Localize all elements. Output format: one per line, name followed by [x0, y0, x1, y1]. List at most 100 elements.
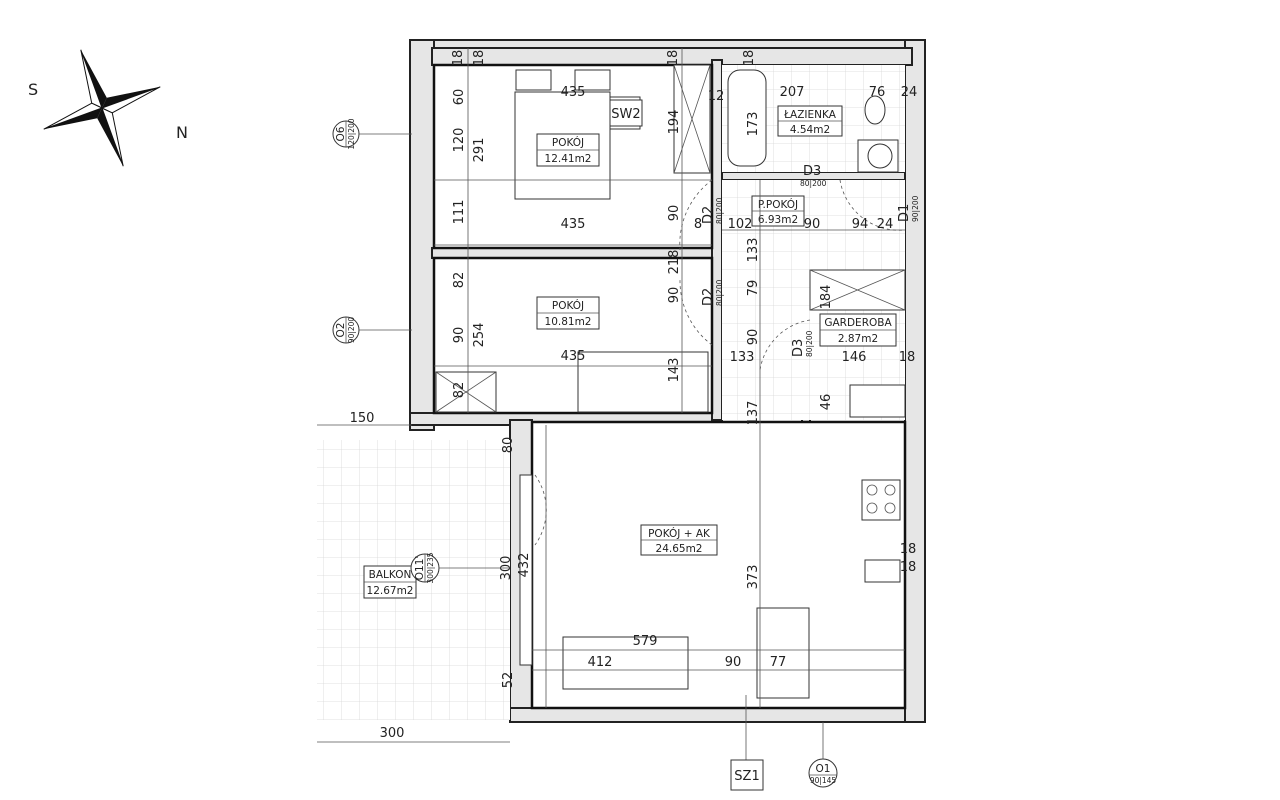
dimension-label: 46	[819, 394, 834, 411]
dimension-label: 18	[900, 542, 917, 557]
window-size: 300|235	[426, 552, 435, 583]
compass-north-label: N	[176, 123, 188, 142]
window-size: 90|200	[347, 317, 356, 344]
dimension-label: 143	[667, 358, 682, 383]
door-size: 80|200	[715, 197, 724, 224]
room-area: 4.54m2	[790, 124, 830, 136]
room-name: P.POKÓJ	[758, 198, 798, 211]
dimension-label: 300	[380, 726, 405, 741]
door-code: D3	[791, 339, 806, 357]
dimension-label: 111	[452, 200, 467, 225]
dimension-label: 18	[900, 560, 917, 575]
dimension-label: 291	[472, 138, 487, 163]
door-size: 80|200	[715, 279, 724, 306]
room-name: GARDEROBA	[824, 317, 892, 329]
dimension-label: 90	[667, 205, 682, 222]
dimension-label: 218	[667, 250, 682, 275]
door-size: 90|200	[911, 195, 920, 222]
dimension-label: 432	[517, 553, 532, 578]
dimension-label: 18	[742, 50, 757, 67]
dimension-label: 412	[588, 655, 613, 670]
dimension-label: 18	[899, 350, 916, 365]
dimension-label: 300	[499, 556, 514, 581]
dimension-label: 173	[746, 112, 761, 137]
room-name: POKÓJ	[552, 136, 584, 149]
dimension-label: 435	[561, 85, 586, 100]
window-size: 90|145	[810, 776, 837, 785]
dimension-label: 90	[746, 329, 761, 346]
dimension-label: 207	[780, 85, 805, 100]
dimension-label: 146	[842, 350, 867, 365]
dimension-label: 77	[770, 655, 787, 670]
dimension-label: 8	[694, 217, 702, 232]
dimension-label: 373	[746, 565, 761, 590]
dimension-label: 82	[452, 382, 467, 399]
room-label-hallway: P.POKÓJ 6.93m2	[751, 195, 805, 227]
room-name: BALKON	[369, 569, 412, 581]
door-code: D3	[803, 164, 821, 179]
dimension-label: 82	[452, 272, 467, 289]
room-name: POKÓJ + AK	[648, 527, 711, 540]
room-label-balcony: BALKON 12.67m2	[363, 565, 417, 599]
dimension-label: 120	[452, 128, 467, 153]
dimension-label: 52	[501, 672, 516, 689]
dimension-label: 137	[746, 401, 761, 426]
room-label-bedroom-1: POKÓJ 12.41m2	[536, 133, 600, 167]
compass-south-label: S	[28, 80, 38, 99]
window-tag-o2: O2 90|200	[332, 316, 360, 344]
compass-rose-icon	[43, 49, 161, 167]
window-code: O2	[335, 323, 347, 338]
room-area: 12.67m2	[367, 585, 414, 597]
wardrobe-tag: SW2	[611, 107, 640, 122]
dimension-label: 133	[746, 238, 761, 263]
window-code: O11'	[414, 556, 426, 581]
walls	[409, 39, 926, 723]
door-size: 80|200	[805, 330, 814, 357]
dimension-label: 94	[852, 217, 869, 232]
dimension-label: 184	[819, 285, 834, 310]
dimension-label: 76	[869, 85, 886, 100]
dimension-label: 79	[746, 280, 761, 297]
dimension-label: 24	[877, 217, 894, 232]
dimension-label: 90	[725, 655, 742, 670]
door-size: 80|200	[800, 179, 827, 188]
dimension-label: 254	[472, 323, 487, 348]
dimension-label: 194	[667, 110, 682, 135]
dimension-label: 80	[501, 437, 516, 454]
dimension-label: 150	[350, 411, 375, 426]
window-code: O1	[816, 763, 831, 775]
room-name: ŁAZIENKA	[783, 109, 837, 121]
dimension-label: 435	[561, 349, 586, 364]
room-label-bedroom-2: POKÓJ 10.81m2	[536, 296, 600, 330]
window-tag-o6: O6 120|200	[332, 118, 360, 150]
dimension-label: 90	[804, 217, 821, 232]
room-area: 10.81m2	[545, 316, 592, 328]
dimension-label: 102	[728, 217, 753, 232]
dimension-label: 12	[708, 89, 725, 104]
dimension-label: 90	[667, 287, 682, 304]
dimension-label: 133	[730, 350, 755, 365]
room-label-living-room: POKÓJ + AK 24.65m2	[640, 524, 718, 556]
dimension-label: 435	[561, 217, 586, 232]
dimension-labels: 18 18 18 18 60 435 120 291 194 12 207 76 24 173 111 435…	[350, 50, 918, 741]
room-label-wardrobe: GARDEROBA 2.87m2	[819, 313, 897, 347]
room-area: 24.65m2	[656, 543, 703, 555]
dimension-lines	[317, 48, 905, 743]
window-size: 120|200	[347, 118, 356, 149]
door-code: D2	[701, 288, 716, 306]
window-tag-o11: O11' 300|235	[410, 552, 440, 584]
dimension-label: 18	[472, 50, 487, 67]
dimension-label: 18	[666, 50, 681, 67]
room-area: 2.87m2	[838, 333, 878, 345]
door-code: D2	[701, 206, 716, 224]
room-name: POKÓJ	[552, 299, 584, 312]
room-label-bathroom: ŁAZIENKA 4.54m2	[777, 105, 843, 137]
door-code: D1	[897, 204, 912, 222]
window-tag-o1: O1 90|145	[808, 758, 838, 788]
dimension-label: 60	[452, 89, 467, 106]
dimension-label: 90	[452, 327, 467, 344]
dimension-label: 579	[633, 634, 658, 649]
dimension-label: 24	[901, 85, 918, 100]
window-code: O6	[335, 126, 347, 141]
